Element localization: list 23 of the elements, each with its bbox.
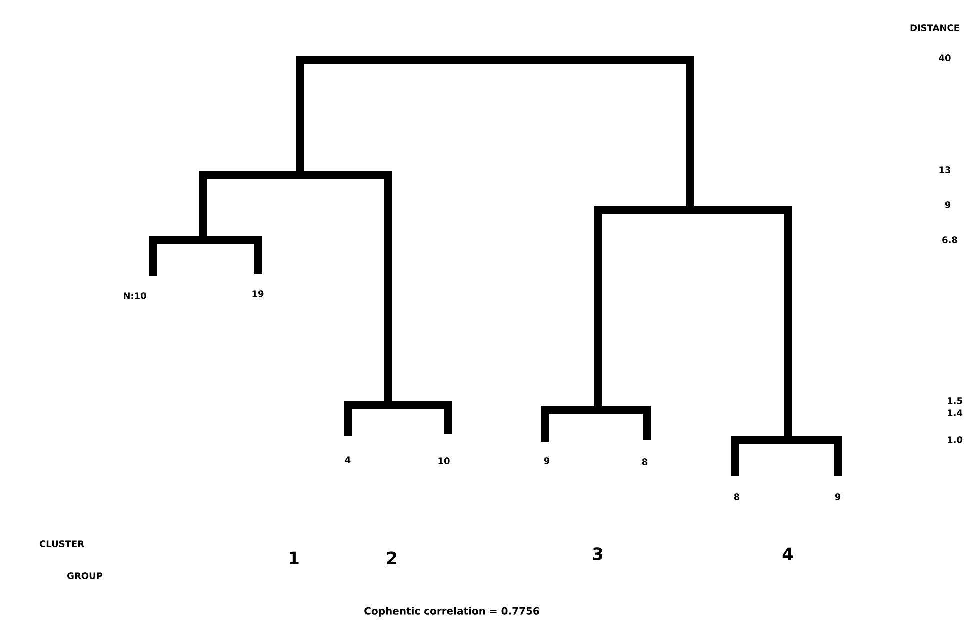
axis-title: CLUSTER <box>40 540 84 548</box>
distance-value: 1.5 <box>948 398 962 404</box>
leaf-count: 9 <box>835 494 841 500</box>
distance-value: 6.8 <box>942 236 958 244</box>
distance-value: 13 <box>940 166 951 174</box>
leaf-count: 8 <box>642 458 648 466</box>
cluster-number: 2 <box>387 552 396 564</box>
distance-value: 9 <box>945 202 951 208</box>
caption: Cophentic correlation = 0.7756 <box>364 607 540 617</box>
leaf-count: 8 <box>734 494 740 500</box>
axis-title: DISTANCE <box>910 24 960 32</box>
distance-value: 40 <box>939 54 951 62</box>
distance-value: 1.4 <box>948 410 963 416</box>
leaf-count: 9 <box>544 458 550 464</box>
cluster-number: 4 <box>782 548 794 560</box>
leaf-count: 10 <box>438 458 450 464</box>
leaf-count: 19 <box>252 290 264 298</box>
leaf-count: N:10 <box>124 292 146 300</box>
cluster-number: 3 <box>593 548 603 560</box>
axis-title: GROUP <box>68 572 103 580</box>
leaf-count: 4 <box>345 456 351 464</box>
cluster-number: 1 <box>290 552 299 564</box>
distance-value: 1.0 <box>948 436 963 444</box>
